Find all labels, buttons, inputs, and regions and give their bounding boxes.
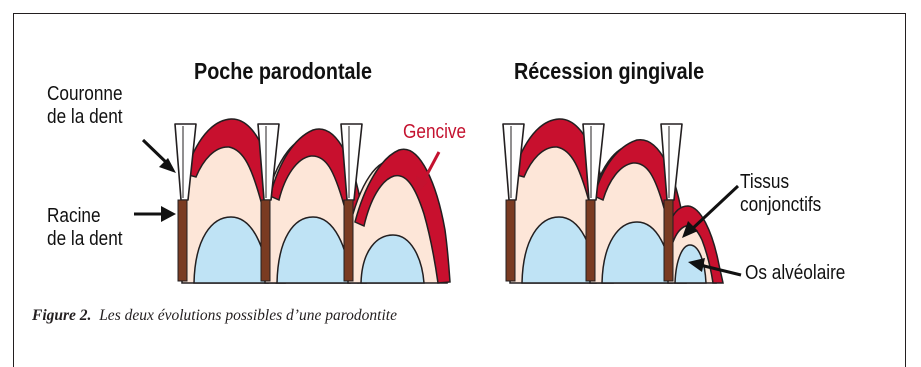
caption-figure-number: Figure 2. [32,307,91,324]
caption-text: Les deux évolutions possibles d’une paro… [99,307,397,324]
arrow-root [134,206,176,222]
tooth-pocket-deep [341,124,450,283]
tooth-recession-severe [661,124,723,283]
figure-caption: Figure 2. Les deux évolutions possibles … [32,307,397,325]
arrow-crown [143,140,176,173]
